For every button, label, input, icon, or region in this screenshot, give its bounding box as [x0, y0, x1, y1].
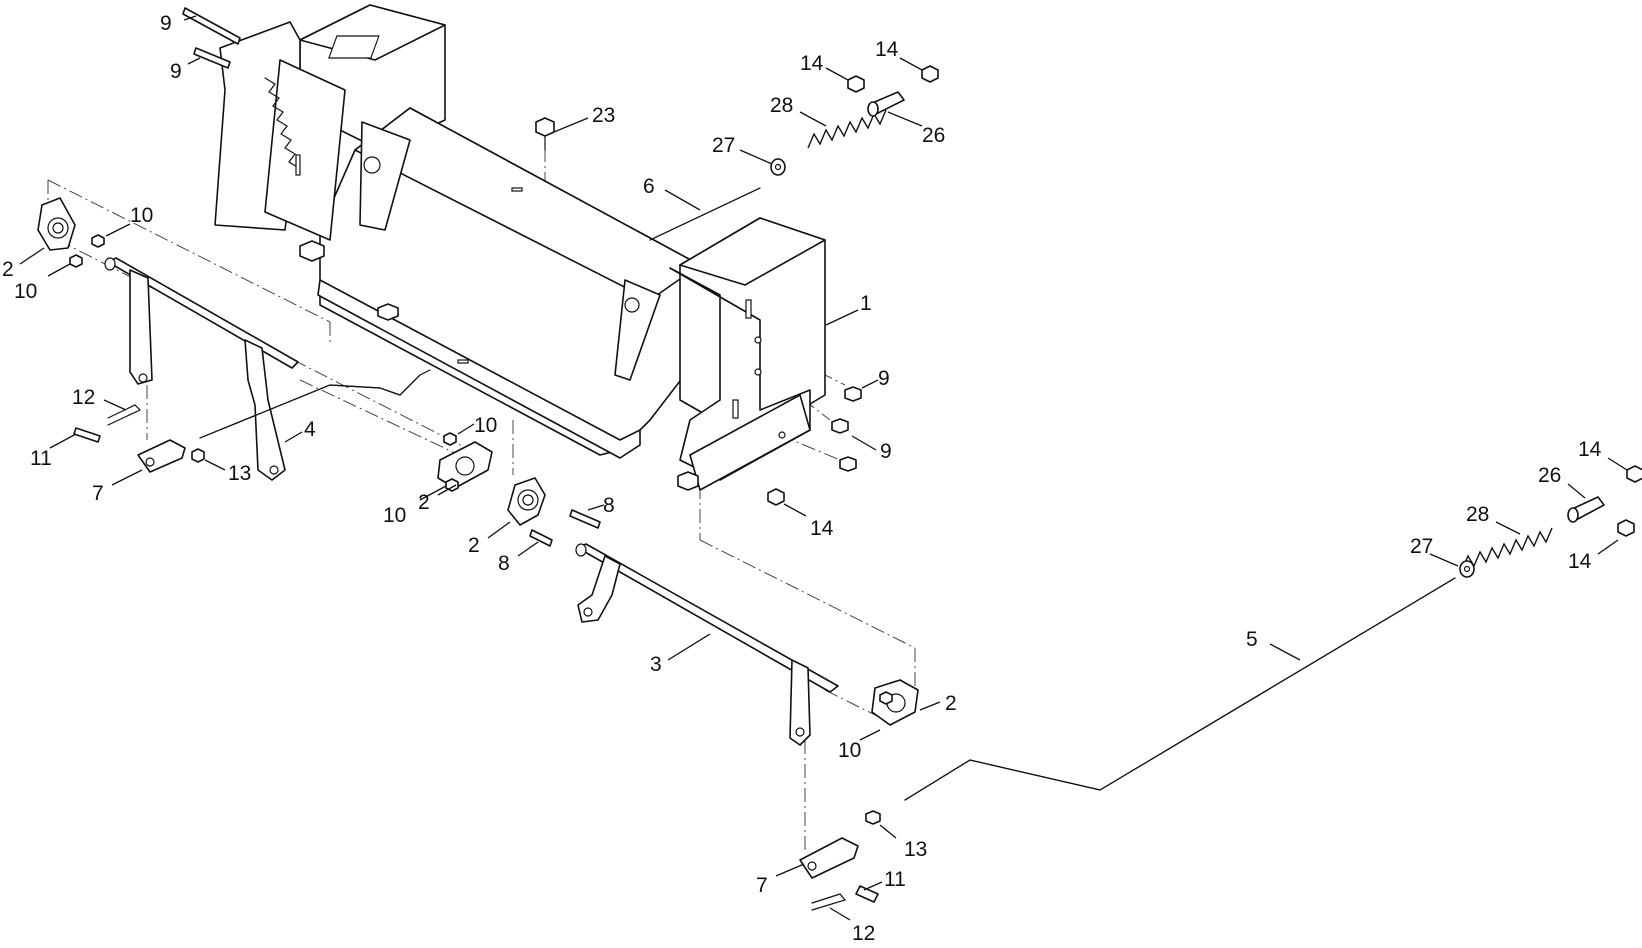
callout-9-b: 9	[170, 60, 182, 83]
callout-14-c: 14	[810, 517, 834, 540]
callout-23: 23	[592, 104, 615, 127]
callout-11-a: 11	[30, 447, 52, 470]
callout-4: 4	[304, 418, 316, 441]
nut-14-e	[1617, 519, 1635, 537]
nut-10-a	[91, 234, 105, 248]
callout-10-d: 10	[383, 504, 406, 527]
clevis-upper	[137, 439, 186, 473]
callout-26-b: 26	[1538, 464, 1561, 487]
flange-bearing-left-rear	[37, 197, 76, 251]
nut-14-c	[767, 488, 785, 506]
callout-9-d: 9	[880, 440, 892, 463]
flange-bearing-center	[437, 441, 493, 489]
callout-12-a: 12	[72, 386, 95, 409]
hair-pin-upper	[107, 404, 142, 426]
callout-27-a: 27	[712, 134, 735, 157]
flange-bearing-right	[871, 679, 919, 726]
bolt-8-a	[569, 509, 601, 529]
bolt-9-a	[182, 7, 241, 45]
trunnion-lower	[1567, 496, 1605, 523]
callout-13-b: 13	[904, 838, 927, 861]
nut-10-d	[445, 478, 459, 492]
callout-9-a: 9	[160, 12, 172, 35]
callout-10-c: 10	[474, 414, 497, 437]
callout-10-b: 10	[14, 280, 37, 303]
bolt-23	[535, 117, 555, 151]
hair-pin-lower	[811, 893, 847, 911]
callout-2-a: 2	[2, 258, 14, 281]
callout-13-a: 13	[228, 462, 251, 485]
callout-9-c: 9	[878, 367, 890, 390]
callout-3: 3	[650, 653, 662, 676]
nut-10-c	[443, 432, 457, 446]
callout-12-b: 12	[852, 922, 875, 945]
washer-upper	[770, 158, 786, 176]
bolt-9-d	[831, 418, 849, 434]
callout-10-e: 10	[838, 739, 861, 762]
callout-2-b: 2	[418, 491, 430, 514]
bolt-8-b	[529, 529, 553, 547]
callout-14-b: 14	[875, 38, 899, 61]
bolt-9-b	[193, 47, 231, 69]
spring-lower	[1461, 527, 1553, 571]
callout-11-b: 11	[884, 868, 906, 891]
rear-lift-shaft	[104, 257, 431, 481]
front-lift-shaft	[575, 543, 839, 746]
callout-2-c: 2	[468, 534, 480, 557]
callout-8-b: 8	[498, 552, 510, 575]
nut-10-e	[879, 691, 893, 705]
flange-bearing-mid	[507, 477, 546, 526]
trunnion-upper	[867, 91, 905, 117]
main-frame-weldment	[299, 4, 826, 491]
callout-1: 1	[860, 292, 872, 315]
washer-lower	[1459, 560, 1475, 578]
long-control-rod	[904, 577, 1456, 801]
callout-28-a: 28	[770, 94, 793, 117]
callout-14-d: 14	[1578, 438, 1602, 461]
callout-14-a: 14	[800, 52, 824, 75]
bolt-9-c	[844, 386, 862, 402]
clevis-pin-upper	[73, 427, 101, 443]
callout-7-a: 7	[92, 482, 104, 505]
short-control-rod	[649, 187, 761, 241]
callout-26-a: 26	[922, 124, 945, 147]
clevis-lower	[799, 837, 859, 879]
nut-14-d	[1626, 465, 1642, 483]
clevis-pin-lower	[855, 885, 879, 903]
callout-5: 5	[1246, 628, 1258, 651]
height-adjust-bracket	[214, 21, 346, 241]
nut-14-a	[847, 75, 865, 93]
callout-27-b: 27	[1410, 535, 1433, 558]
callout-6: 6	[643, 175, 655, 198]
bolt-9-e	[839, 456, 857, 472]
callout-14-e: 14	[1568, 550, 1592, 573]
jam-nut-lower	[865, 810, 881, 825]
callout-28-b: 28	[1466, 503, 1489, 526]
callout-7-b: 7	[756, 874, 768, 897]
callout-8-a: 8	[603, 494, 615, 517]
nut-14-b	[921, 65, 939, 83]
callout-2-d: 2	[945, 692, 957, 715]
callout-10-a: 10	[130, 204, 153, 227]
callouts: 1 2 2 2 2 3 4 5 6 7 7 8 8 9 9	[2, 12, 1628, 945]
jam-nut-upper	[191, 448, 205, 463]
nut-10-b	[69, 254, 83, 268]
